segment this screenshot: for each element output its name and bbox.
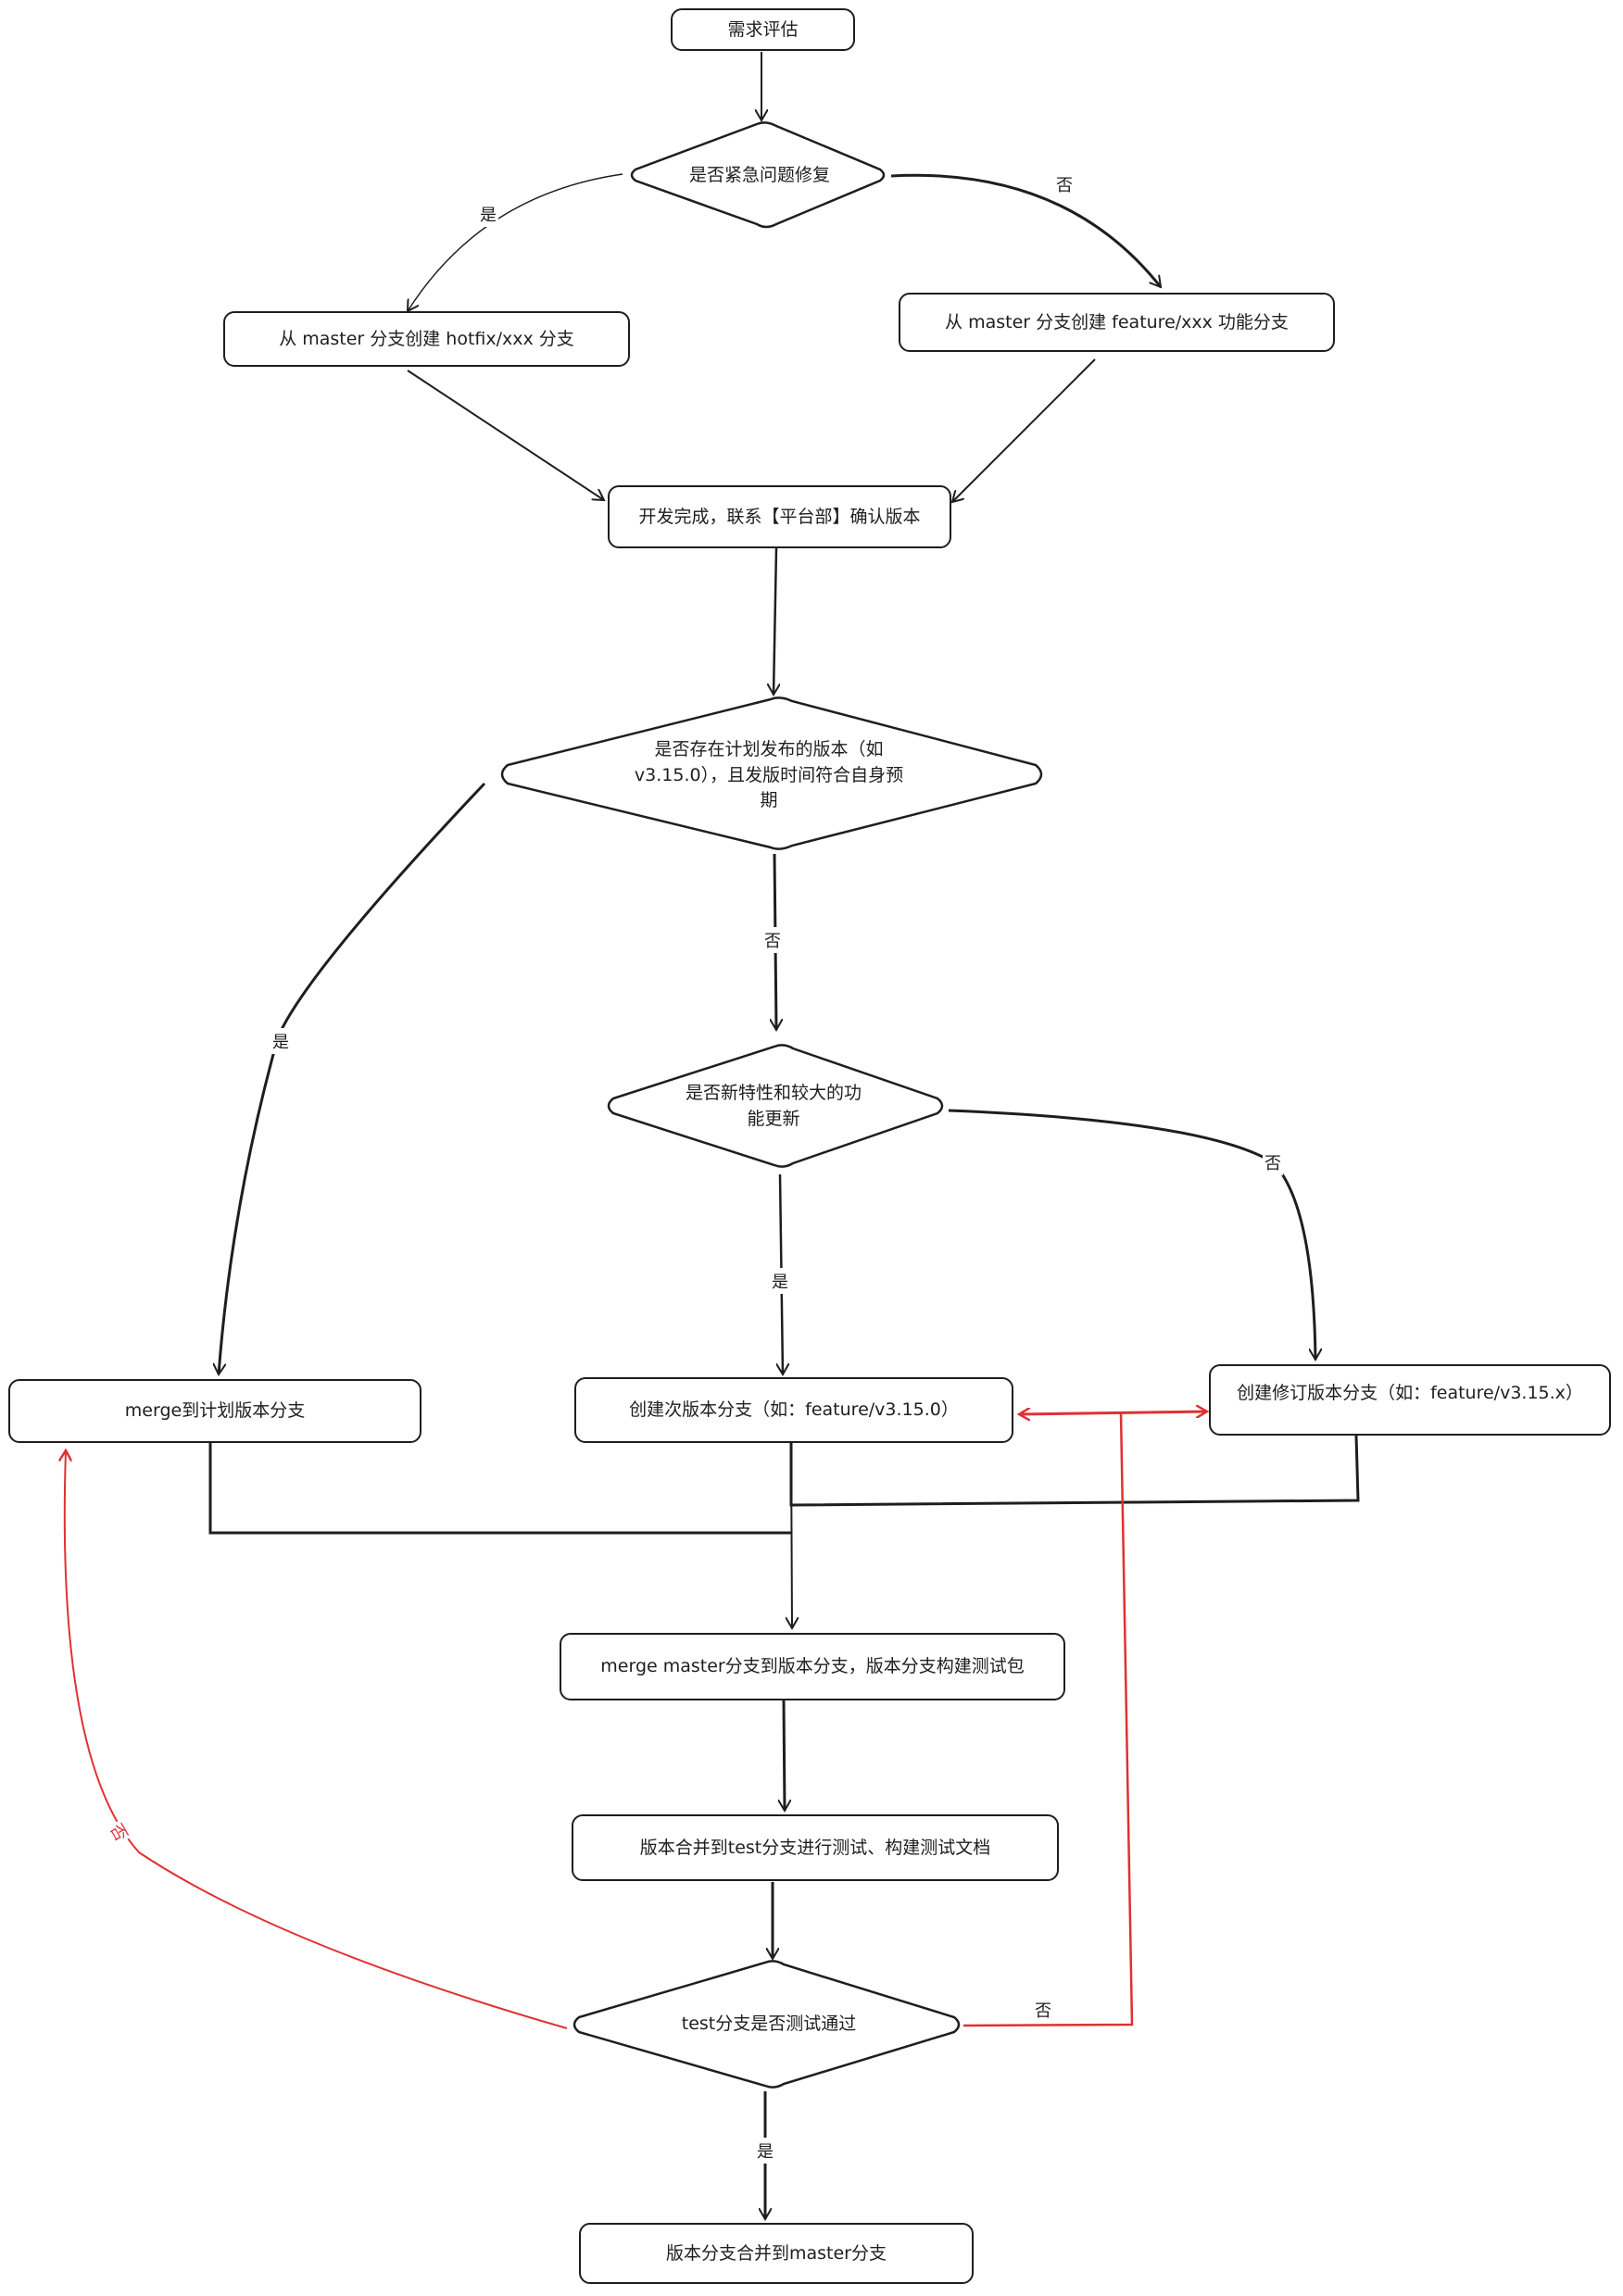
fail-path-left bbox=[65, 1450, 568, 2029]
node-create-patch[interactable]: 创建修订版本分支（如：feature/v3.15.x） bbox=[1209, 1364, 1611, 1436]
node-create-minor[interactable]: 创建次版本分支（如：feature/v3.15.0） bbox=[574, 1377, 1013, 1443]
node-test-decision[interactable]: test分支是否测试通过 bbox=[681, 2014, 857, 2035]
edge-label-planned-yes: 是 bbox=[270, 1028, 291, 1054]
diamond-urgent bbox=[630, 121, 886, 229]
node-urgent-decision[interactable]: 是否紧急问题修复 bbox=[688, 165, 830, 186]
edge-label-urgent-yes: 是 bbox=[478, 201, 498, 227]
fail-path-right bbox=[962, 1412, 1134, 2027]
node-feature-branch[interactable]: 从 master 分支创建 feature/xxx 功能分支 bbox=[899, 293, 1335, 352]
diamond-test bbox=[572, 1960, 961, 2089]
diamond-planned bbox=[500, 696, 1043, 850]
node-merge-master[interactable]: merge master分支到版本分支，版本分支构建测试包 bbox=[560, 1633, 1065, 1700]
edge-label-urgent-no: 否 bbox=[1054, 171, 1075, 197]
edge-label-test-fail-right: 否 bbox=[1033, 1997, 1053, 2023]
node-merge-test[interactable]: 版本合并到test分支进行测试、构建测试文档 bbox=[572, 1814, 1059, 1881]
diamond-major bbox=[607, 1044, 944, 1168]
edge-label-major-no: 否 bbox=[1263, 1149, 1283, 1175]
node-major-feature-decision[interactable]: 是否新特性和较大的功能更新 bbox=[686, 1083, 862, 1129]
node-merge-planned[interactable]: merge到计划版本分支 bbox=[8, 1379, 421, 1443]
node-dev-done[interactable]: 开发完成，联系【平台部】确认版本 bbox=[608, 485, 951, 548]
node-planned-version-decision[interactable]: 是否存在计划发布的版本（如 v3.15.0），且发版时间符合自身预期 bbox=[634, 739, 904, 811]
node-hotfix-branch[interactable]: 从 master 分支创建 hotfix/xxx 分支 bbox=[223, 311, 630, 367]
fail-double-arrow bbox=[1019, 1411, 1207, 1414]
node-start[interactable]: 需求评估 bbox=[671, 8, 855, 51]
node-merge-to-master[interactable]: 版本分支合并到master分支 bbox=[579, 2223, 974, 2284]
edge-label-major-yes: 是 bbox=[770, 1268, 790, 1294]
edge-label-test-pass: 是 bbox=[755, 2138, 775, 2164]
edge-label-planned-no: 否 bbox=[762, 927, 783, 953]
